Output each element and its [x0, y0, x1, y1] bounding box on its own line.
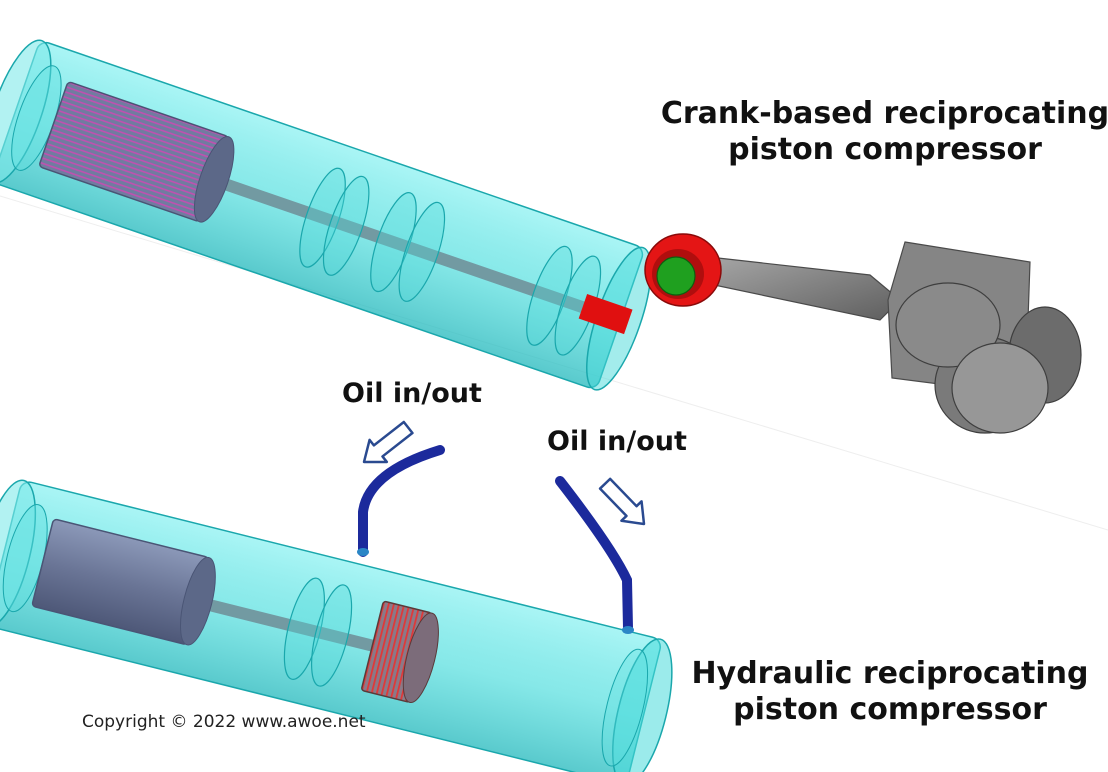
- crank-compressor-assembly: [0, 39, 652, 391]
- hydraulic-piston-rod: [186, 593, 384, 654]
- crank-cylinder-left-end: [0, 39, 52, 184]
- oil-flow-arrow-right-icon: [598, 477, 646, 526]
- oil-tube-right: [555, 476, 633, 633]
- hydraulic-seal-ring-2: [310, 584, 353, 687]
- copyright-notice: Copyright © 2022 www.awoe.net: [82, 712, 366, 732]
- hydraulic-title-line-1: Hydraulic reciprocating: [691, 656, 1089, 691]
- hydraulic-drive-piston-face: [402, 612, 439, 704]
- connecting-rod: [699, 255, 901, 321]
- hydraulic-gas-piston-face: [180, 556, 216, 646]
- crank-piston-face: [193, 135, 235, 223]
- hydraulic-seal-ring-1: [283, 577, 325, 680]
- crank-piston-rod: [202, 171, 623, 326]
- crank-title-line-2: piston compressor: [728, 132, 1042, 167]
- crank-title-line-1: Crank-based reciprocating: [660, 96, 1108, 131]
- hydraulic-cylinder-left-end: [0, 479, 37, 628]
- crank-disc-front: [895, 282, 1001, 368]
- hydraulic-compressor-assembly: [0, 479, 673, 772]
- crosshead-link: [578, 293, 633, 335]
- oil-tube-left: [358, 445, 445, 557]
- crank-seal-rings: [299, 167, 602, 356]
- oil-port-label-1: Oil in/out: [342, 378, 482, 409]
- oil-tube-right-port: [622, 626, 634, 634]
- oil-flow-arrow-left-icon: [362, 420, 414, 464]
- crank-mechanism: [644, 233, 1082, 434]
- crank-pin-icon: [656, 256, 696, 296]
- hydraulic-cylinder-inner-right: [601, 648, 649, 767]
- oil-port-label-2: Oil in/out: [547, 426, 687, 457]
- hydraulic-compressor-title: Hydraulic reciprocating piston compresso…: [680, 656, 1100, 728]
- crank-compressor-title: Crank-based reciprocating piston compres…: [650, 96, 1108, 168]
- hydraulic-title-line-2: piston compressor: [733, 692, 1047, 727]
- crank-shaft-front: [951, 342, 1049, 434]
- oil-tube-left-port: [357, 548, 369, 556]
